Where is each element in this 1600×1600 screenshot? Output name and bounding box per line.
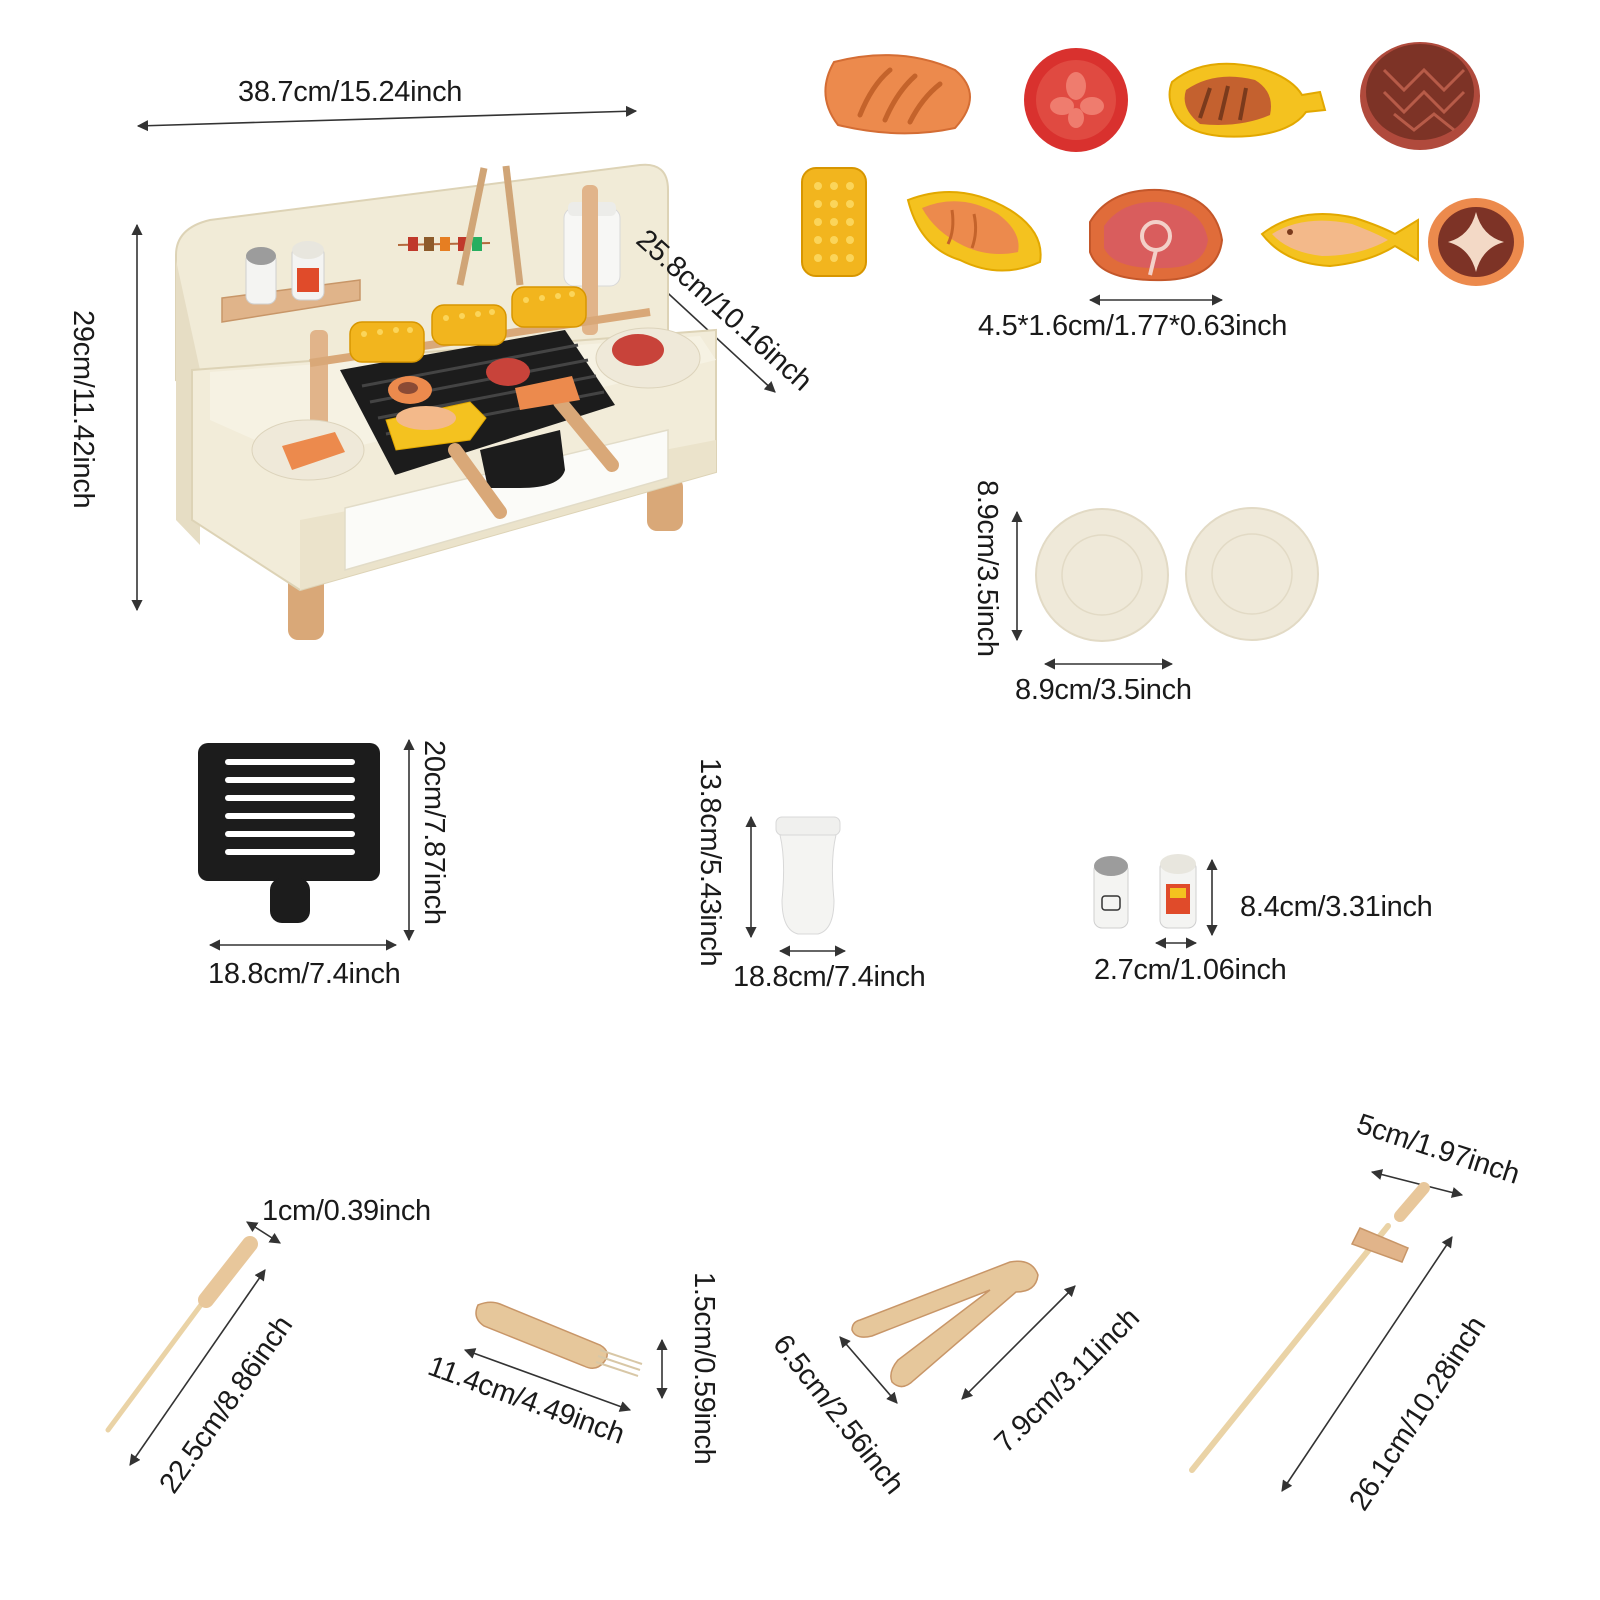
- arrow-grill-width: [136, 105, 638, 132]
- arrow-tongs-width: [839, 1336, 898, 1404]
- plates: [1035, 507, 1319, 642]
- label-shaker-height: 8.4cm/3.31inch: [1240, 891, 1433, 923]
- brush-illustration: [475, 1301, 643, 1377]
- label-plate-height: 8.9cm/3.5inch: [971, 480, 1003, 657]
- label-grill-width: 38.7cm/15.24inch: [238, 76, 463, 108]
- label-grate-height: 20cm/7.87inch: [418, 740, 450, 925]
- arrow-brush-length: [463, 1348, 632, 1412]
- label-bottle-height: 13.8cm/5.43inch: [694, 758, 726, 967]
- food-pieces: [801, 42, 1524, 286]
- label-bottle-width: 18.8cm/7.4inch: [733, 961, 926, 993]
- label-brush-width: 1.5cm/0.59inch: [688, 1272, 720, 1465]
- label-grate-width: 18.8cm/7.4inch: [208, 958, 401, 990]
- label-plate-width: 8.9cm/3.5inch: [1015, 674, 1192, 706]
- label-food-size: 4.5*1.6cm/1.77*0.63inch: [978, 310, 1288, 342]
- label-shaker-width: 2.7cm/1.06inch: [1094, 954, 1287, 986]
- shakers-illustration: [1093, 854, 1197, 929]
- arrow-skewer-width: [246, 1221, 281, 1244]
- arrow-tongs-length: [961, 1285, 1076, 1400]
- arrow-skewer-length: [129, 1269, 266, 1466]
- skewer-illustration: [105, 1236, 258, 1433]
- bottle-illustration: [775, 816, 841, 935]
- grill-illustration: [175, 163, 717, 640]
- arrow-spit-width: [1370, 1169, 1464, 1198]
- arrow-spit-length: [1281, 1236, 1453, 1492]
- grate-illustration: [198, 743, 380, 923]
- label-skewer-width: 1cm/0.39inch: [262, 1195, 431, 1227]
- spit-illustration: [1189, 1182, 1430, 1473]
- label-grill-height: 29cm/11.42inch: [67, 310, 99, 509]
- tongs-illustration: [851, 1260, 1039, 1388]
